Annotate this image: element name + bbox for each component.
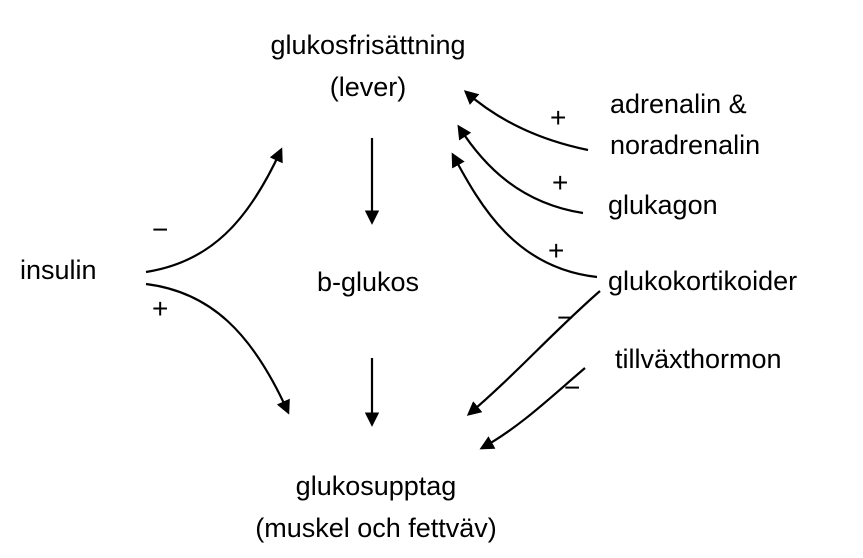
- adrenalin-to-release-sign: +: [550, 102, 567, 133]
- glucose-uptake-label: glukosupptag: [295, 471, 457, 501]
- glukagon-label: glukagon: [608, 190, 718, 220]
- glucose-release-label: glukosfrisättning: [270, 30, 466, 60]
- blood-glucose-label: b-glukos: [316, 267, 420, 297]
- insulin-to-release-arrow: [145, 147, 283, 274]
- insulin-to-uptake-sign: +: [152, 293, 169, 324]
- glukagon-to-release-arrow: [457, 124, 584, 215]
- glukokortikoider-to-uptake-sign: −: [557, 302, 574, 333]
- insulin-label: insulin: [20, 255, 97, 285]
- adrenalin-label-line1: adrenalin &: [610, 89, 747, 119]
- adrenalin-to-release-arrow: [463, 90, 589, 152]
- glukagon-to-release-sign: +: [552, 167, 569, 198]
- insulin-to-release-sign: −: [152, 214, 169, 245]
- glukokortikoider-to-uptake-arrow: [466, 290, 601, 416]
- glukokortikoider-label: glukokortikoider: [608, 266, 798, 296]
- glukokortikoider-to-release-arrow: [451, 152, 598, 279]
- insulin-to-uptake-arrow: [145, 282, 290, 415]
- tillvaxthormon-to-uptake-sign: −: [564, 372, 581, 403]
- adrenalin-label-line2: noradrenalin: [610, 130, 761, 160]
- glucose-release-organ-label: (lever): [329, 72, 407, 102]
- tillvaxthormon-to-uptake-arrow: [479, 367, 586, 450]
- tillvaxthormon-label: tillväxthormon: [615, 344, 782, 374]
- glukokortikoider-to-release-sign: +: [548, 235, 565, 266]
- glucose-uptake-tissue-label: (muskel och fettväv): [255, 513, 497, 543]
